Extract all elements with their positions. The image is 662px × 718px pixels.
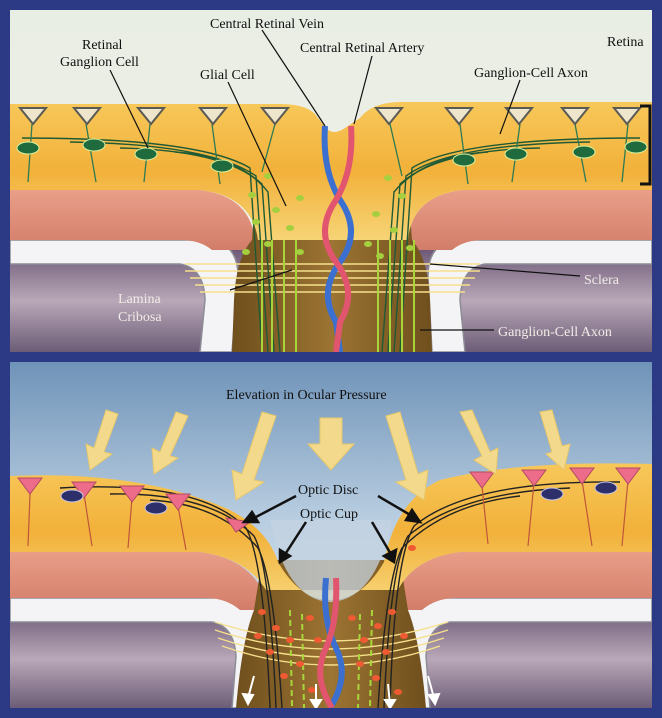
label-optic-cup: Optic Cup (300, 507, 358, 522)
label-elevation-ocular-pressure: Elevation in Ocular Pressure (226, 388, 387, 403)
label-central-retinal-vein: Central Retinal Vein (210, 17, 324, 32)
label-ganglion-cell-axon-lower: Ganglion-Cell Axon (498, 325, 612, 340)
label-ganglion-cell-axon-upper: Ganglion-Cell Axon (474, 66, 588, 81)
label-lamina: Lamina (118, 292, 162, 307)
label-ganglion-cell: Ganglion Cell (60, 55, 139, 70)
label-optic-disc: Optic Disc (298, 483, 358, 498)
label-cribosa: Cribosa (118, 310, 162, 325)
label-retina: Retina (607, 35, 644, 50)
label-glial-cell: Glial Cell (200, 68, 255, 83)
label-retinal: Retinal (82, 38, 123, 53)
label-central-retinal-artery: Central Retinal Artery (300, 41, 424, 56)
panel-divider (10, 352, 652, 362)
label-sclera: Sclera (584, 273, 620, 288)
bottom-panel (10, 362, 652, 708)
